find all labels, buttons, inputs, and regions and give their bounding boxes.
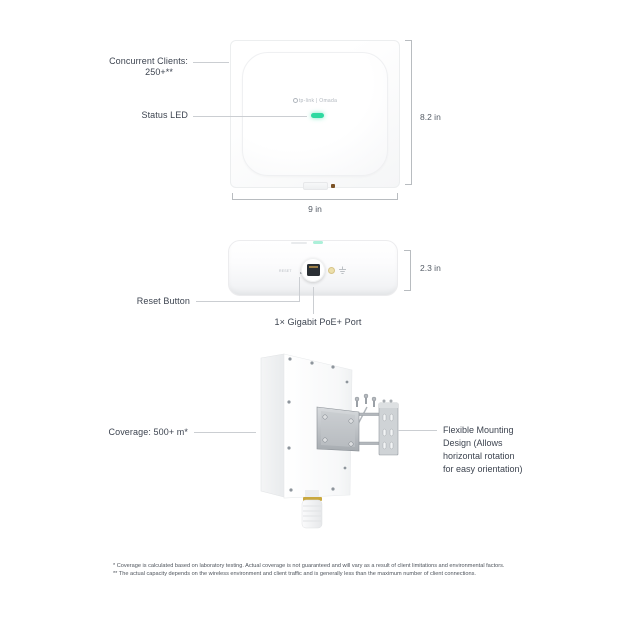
callout-status-led: Status LED	[141, 110, 188, 120]
callout-concurrent-clients-line2: 250+**	[145, 67, 173, 77]
top-led-hint	[313, 241, 323, 244]
callout-poe-port: 1× Gigabit PoE+ Port	[274, 317, 362, 327]
device-side-face	[260, 353, 285, 498]
leader-line-concurrent-clients	[193, 62, 229, 63]
pole-mount-plate	[378, 399, 399, 456]
rj45-pins	[308, 265, 318, 268]
tplink-logo-icon	[292, 98, 298, 103]
bottom-tab	[303, 182, 328, 190]
leader-line-reset	[196, 301, 300, 302]
dimension-line-depth	[410, 250, 411, 291]
leader-line-coverage	[194, 432, 256, 433]
leader-line-poe-port	[313, 287, 314, 314]
dimension-tick	[232, 193, 233, 200]
dimension-tick	[404, 290, 410, 291]
grounding-screw	[328, 267, 335, 274]
leader-line-status-led	[193, 116, 307, 117]
leader-line-mounting	[398, 430, 437, 431]
dimension-tick	[397, 193, 398, 200]
dimension-line-height	[411, 40, 412, 185]
footnote-capacity: ** The actual capacity depends on the wi…	[113, 571, 476, 578]
top-bolts	[354, 393, 377, 407]
mounting-line-4: for easy orientation)	[443, 464, 523, 474]
callout-concurrent-clients-line1: Concurrent Clients:	[109, 56, 188, 66]
dimension-tick	[405, 40, 411, 41]
reset-print-label: RESET	[279, 269, 292, 273]
mounting-line-2: Design (Allows	[443, 438, 503, 448]
top-logo-hint	[291, 242, 307, 244]
footnotes: * Coverage is calculated based on labora…	[113, 562, 517, 579]
cable-gland	[301, 490, 323, 529]
access-point-bottom-view: RESET	[228, 240, 398, 296]
mounting-bracket	[316, 393, 399, 456]
callout-mounting-design: Flexible Mounting Design (Allows horizon…	[443, 424, 543, 476]
mounting-line-1: Flexible Mounting	[443, 425, 514, 435]
leader-line-reset-vertical	[299, 277, 300, 302]
ethernet-port	[301, 258, 325, 282]
footnote-coverage: * Coverage is calculated based on labora…	[113, 563, 505, 569]
bracket-bolts	[322, 414, 354, 447]
tplink-omada-logo: tp-link | Omada	[231, 98, 399, 104]
status-led-indicator	[311, 113, 324, 118]
callout-coverage: Coverage: 500+ m*	[108, 427, 188, 437]
access-point-mounted-view	[260, 353, 399, 529]
mounting-line-3: horizontal rotation	[443, 451, 515, 461]
dimension-height-label: 8.2 in	[420, 112, 441, 122]
ground-symbol-icon	[339, 266, 346, 274]
bottom-screw-dot	[331, 184, 335, 188]
callout-reset-button: Reset Button	[136, 296, 190, 306]
access-point-front-view: tp-link | Omada	[230, 40, 400, 190]
rj45-jack	[306, 264, 320, 276]
dimension-tick	[405, 184, 411, 185]
brand-logo-text: tp-link | Omada	[298, 98, 338, 104]
dimension-line-width	[232, 199, 398, 200]
dimension-width-label: 9 in	[308, 204, 322, 214]
dimension-depth-label: 2.3 in	[420, 263, 441, 273]
dimension-tick	[404, 250, 410, 251]
